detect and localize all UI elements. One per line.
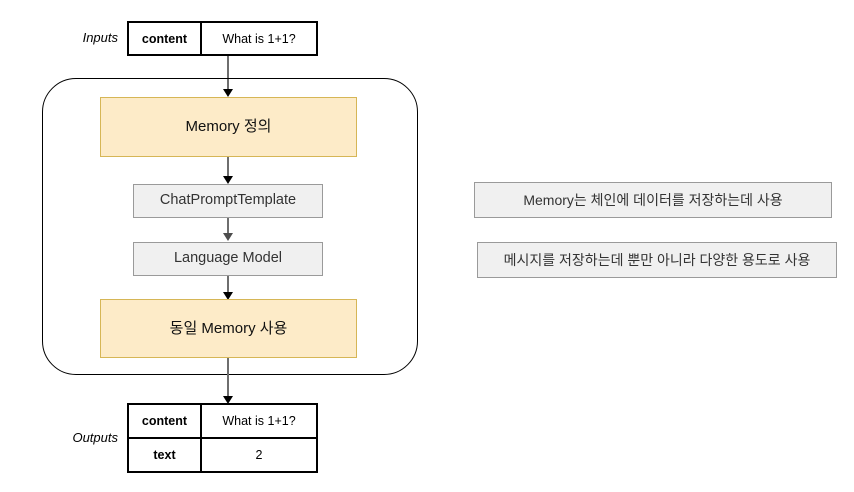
- inputs-table: content What is 1+1?: [127, 21, 318, 56]
- table-row: content What is 1+1?: [129, 405, 316, 437]
- output-row-key-content: content: [129, 405, 202, 437]
- node-memory-reuse[interactable]: 동일 Memory 사용: [100, 299, 357, 358]
- input-row-key: content: [129, 23, 202, 54]
- arrowhead-memory-reuse-to-outputs: [223, 396, 233, 404]
- arrowhead-input-to-memory-define: [223, 89, 233, 97]
- outputs-label: Outputs: [72, 430, 118, 445]
- table-row: content What is 1+1?: [129, 23, 316, 54]
- output-row-value-content: What is 1+1?: [222, 414, 296, 428]
- node-chat-prompt-template[interactable]: ChatPromptTemplate: [133, 184, 323, 218]
- outputs-table: content What is 1+1? text 2: [127, 403, 318, 473]
- output-row-value-text: 2: [255, 448, 263, 462]
- output-row-key-text: text: [129, 439, 202, 471]
- arrowhead-memory-define-to-prompt: [223, 176, 233, 184]
- note-memory-versatility: 메시지를 저장하는데 뿐만 아니라 다양한 용도로 사용: [477, 242, 837, 278]
- arrowhead-prompt-to-language-model: [223, 233, 233, 241]
- table-row: text 2: [129, 437, 316, 471]
- input-row-value: What is 1+1?: [222, 31, 296, 46]
- note-memory-purpose: Memory는 체인에 데이터를 저장하는데 사용: [474, 182, 832, 218]
- inputs-label: Inputs: [82, 30, 118, 45]
- chain-group-container: [42, 78, 418, 375]
- node-memory-define[interactable]: Memory 정의: [100, 97, 357, 157]
- arrowhead-language-model-to-memory-use: [223, 292, 233, 300]
- node-language-model[interactable]: Language Model: [133, 242, 323, 276]
